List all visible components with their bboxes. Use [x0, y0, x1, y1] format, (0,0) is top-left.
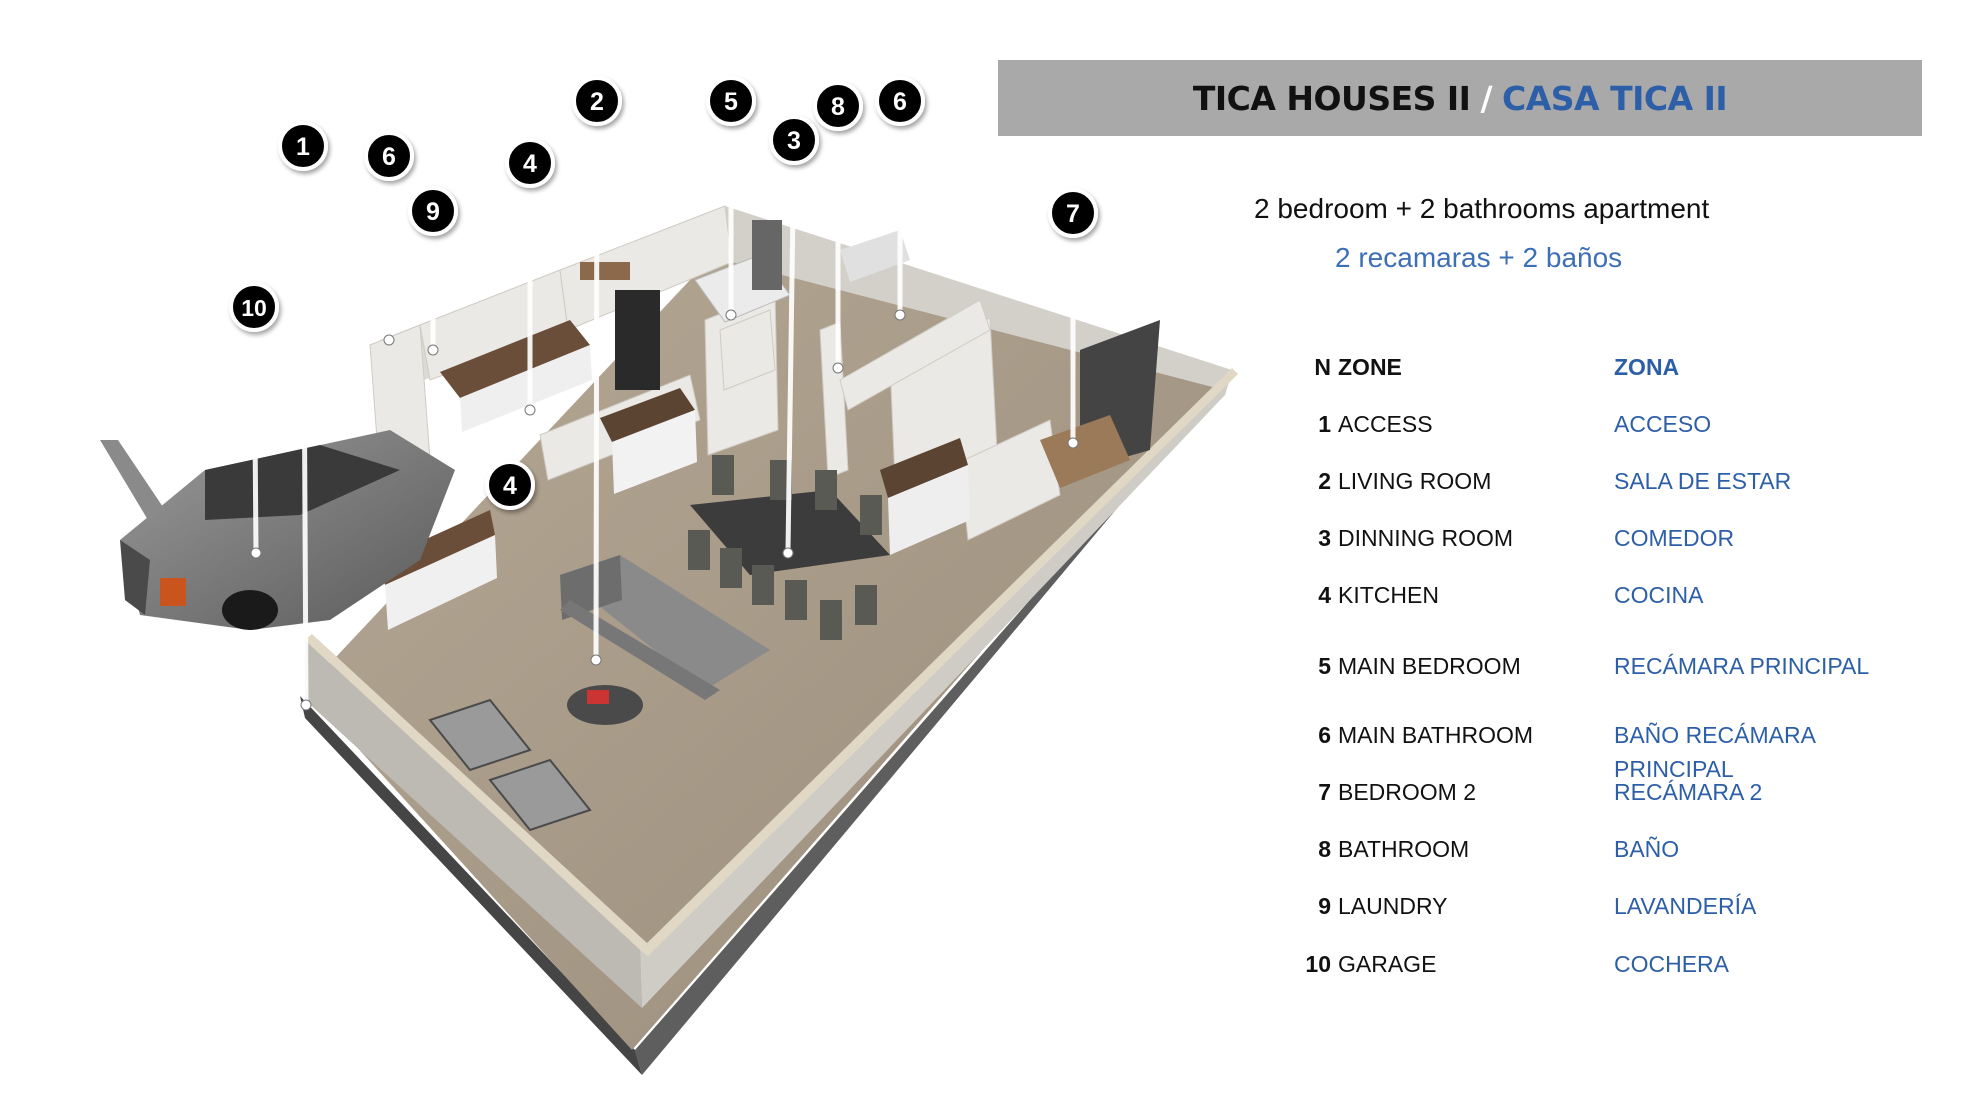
legend-zone-es: RECÁMARA PRINCIPAL — [1614, 653, 1870, 679]
legend-number: 9 — [1318, 893, 1331, 919]
living-set — [428, 555, 770, 832]
marker-1: 1 — [278, 121, 328, 171]
legend-zone-es: COMEDOR — [1614, 525, 1735, 551]
legend-number: 10 — [1305, 951, 1331, 977]
marker-2: 2 — [572, 76, 622, 126]
svg-text:10: 10 — [241, 295, 267, 321]
legend-header: N ZONE ZONA — [1290, 350, 1940, 384]
wall-cap-right — [640, 368, 1238, 956]
legend-number: 3 — [1318, 525, 1331, 551]
title-bar: TICA HOUSES II / CASA TICA II — [998, 60, 1922, 136]
marker-4-lower: 4 — [485, 460, 535, 510]
legend-zone-es: COCHERA — [1614, 951, 1730, 977]
legend-number: 1 — [1318, 411, 1331, 437]
legend-row: 4 KITCHEN COCINA — [1290, 578, 1940, 612]
legend-number: 5 — [1318, 653, 1331, 679]
exterior-wall-left — [300, 696, 642, 1075]
legend-zone-en: LIVING ROOM — [1338, 468, 1492, 494]
legend-row: 5 MAIN BEDROOM RECÁMARA PRINCIPAL — [1290, 649, 1940, 683]
subtitle-spanish: 2 recamaras + 2 baños — [1335, 242, 1623, 273]
legend-zone-es: ACCESO — [1614, 411, 1712, 437]
legend-zone-es: BAÑO RECÁMARA PRINCIPAL — [1614, 722, 1815, 782]
legend-zone-en: DINNING ROOM — [1338, 525, 1514, 551]
legend-zone-en: MAIN BEDROOM — [1338, 653, 1521, 679]
marker-8: 8 — [813, 81, 863, 131]
legend-number: 6 — [1318, 722, 1331, 748]
legend-row: 10 GARAGE COCHERA — [1290, 947, 1940, 981]
svg-text:5: 5 — [724, 88, 738, 116]
legend-zone-en: ACCESS — [1338, 411, 1433, 437]
legend-number: 7 — [1318, 779, 1331, 805]
legend-zone-es: COCINA — [1614, 582, 1704, 608]
svg-text:6: 6 — [893, 88, 907, 116]
svg-text:2: 2 — [590, 88, 604, 116]
legend-zone-en: GARAGE — [1338, 951, 1437, 977]
legend-header-zone: ZONE — [1338, 354, 1402, 380]
legend-header-n: N — [1314, 354, 1331, 380]
legend-row: 2 LIVING ROOM SALA DE ESTAR — [1290, 464, 1940, 498]
marker-6-right: 6 — [875, 76, 925, 126]
wall-cap-top — [305, 634, 648, 950]
svg-text:3: 3 — [787, 127, 801, 155]
legend-header-zona: ZONA — [1614, 354, 1680, 380]
svg-text:6: 6 — [382, 143, 396, 171]
legend-zone-es: LAVANDERÍA — [1614, 893, 1757, 919]
title-spanish: CASA TICA II — [1502, 78, 1728, 118]
legend-number: 4 — [1318, 582, 1331, 608]
legend-zone-en: MAIN BATHROOM — [1338, 722, 1534, 748]
front-wall-left — [305, 640, 642, 1008]
svg-text:7: 7 — [1066, 200, 1080, 228]
svg-text:4: 4 — [523, 150, 537, 178]
svg-text:1: 1 — [296, 133, 310, 161]
title-separator: / — [1480, 78, 1493, 118]
bedrooms — [694, 220, 1160, 555]
marker-3: 3 — [769, 115, 819, 165]
svg-text:9: 9 — [426, 198, 440, 226]
legend-row: 9 LAUNDRY LAVANDERÍA — [1290, 889, 1940, 923]
legend-zone-es: RECÁMARA 2 — [1614, 779, 1763, 805]
marker-6-left: 6 — [364, 131, 414, 181]
svg-text:4: 4 — [503, 472, 517, 500]
legend-row: 1 ACCESS ACCESO — [1290, 407, 1940, 441]
legend-zone-es: BAÑO — [1614, 836, 1680, 862]
marker-7: 7 — [1048, 188, 1098, 238]
legend-row: 6 MAIN BATHROOM BAÑO RECÁMARA PRINCIPAL — [1290, 718, 1940, 782]
marker-10: 10 — [229, 282, 279, 332]
svg-text:8: 8 — [831, 93, 845, 121]
front-wall-right — [640, 372, 1232, 1008]
plan-markers: 1 2 3 4 4 5 6 — [229, 76, 1098, 510]
exterior-wall-right — [635, 372, 1230, 1075]
legend-row: 8 BATHROOM BAÑO — [1290, 832, 1940, 866]
title-english: TICA HOUSES II — [1192, 78, 1471, 118]
legend-zone-en: KITCHEN — [1338, 582, 1439, 608]
legend-zone-en: LAUNDRY — [1338, 893, 1448, 919]
legend-zone-en: BATHROOM — [1338, 836, 1470, 862]
marker-5: 5 — [706, 76, 756, 126]
legend-zone-en: BEDROOM 2 — [1338, 779, 1477, 805]
leader-lines — [251, 100, 1076, 706]
marker-4-upper: 4 — [505, 138, 555, 188]
legend-row: 3 DINNING ROOM COMEDOR — [1290, 521, 1940, 555]
legend-row: 7 BEDROOM 2 RECÁMARA 2 — [1290, 775, 1940, 809]
legend-number: 2 — [1318, 468, 1331, 494]
legend-zone-es: SALA DE ESTAR — [1614, 468, 1792, 494]
marker-9: 9 — [408, 186, 458, 236]
legend-number: 8 — [1318, 836, 1331, 862]
subtitle-english: 2 bedroom + 2 bathrooms apartment — [1254, 193, 1710, 224]
